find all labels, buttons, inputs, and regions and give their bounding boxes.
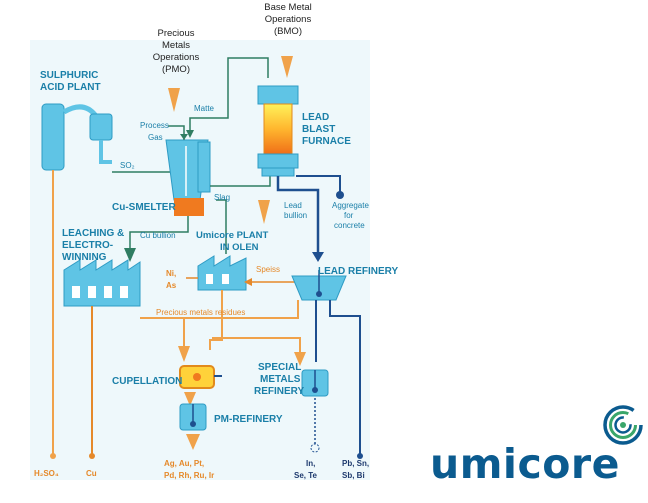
process-gas-line (168, 125, 185, 140)
aggregate-line (296, 175, 341, 192)
leaching-label-2: ELECTRO- (62, 240, 113, 251)
precious-output-label-2: Pd, Rh, Ru, Ir (164, 471, 214, 480)
aggregate-label-3: concrete (334, 221, 365, 230)
umicore-plant-label-1: Umicore PLANT (196, 230, 269, 241)
lead-blast-furnace-label-3: FURNACE (302, 136, 351, 147)
precious-output-label-1: Ag, Au, Pt, (164, 459, 204, 468)
pm-residues-label: Precious metals residues (156, 308, 245, 317)
smelter-to-plant-line (216, 199, 227, 254)
aggregate-end (336, 191, 344, 199)
matte-line (189, 57, 269, 134)
h2so4-output-label: H₂SO₄ (34, 469, 59, 478)
pmo-label: Precious Metals Operations (PMO) (152, 28, 200, 75)
pm-refinery-label: PM-REFINERY (214, 414, 283, 425)
as-label: As (166, 281, 177, 290)
in-output-label-1: In, (306, 459, 315, 468)
pb-sn-output-label-1: Pb, Sn, (342, 459, 369, 468)
special-metals-label-2: METALS (260, 374, 301, 385)
aggregate-label-1: Aggregate (332, 201, 369, 210)
matte-label: Matte (194, 104, 215, 113)
furnace-to-lead-refinery-line (276, 176, 320, 258)
umicore-plant-olen (197, 255, 247, 291)
residues-to-special-line (212, 337, 301, 356)
bmo-label: Base Metal Operations (BMO) (264, 2, 312, 37)
speiss-label: Speiss (256, 265, 280, 274)
ni-label: Ni, (166, 269, 176, 278)
lead-bullion-label-2: bullion (284, 211, 307, 220)
sulphuric-acid-label-2: ACID PLANT (40, 82, 101, 93)
h2so4-end (50, 453, 56, 459)
cu-output-label: Cu (86, 469, 97, 478)
pmo-arrow (168, 88, 180, 112)
lead-refinery-vessel (291, 270, 347, 301)
lead-refinery-to-pbsn-line (329, 300, 361, 456)
cu-smelter-label: Cu-SMELTER (112, 202, 176, 213)
speiss-arrowhead (244, 278, 252, 286)
to-leaching-arrow (124, 248, 136, 262)
matte-arrowhead (186, 130, 194, 138)
lead-refinery-label: LEAD REFINERY (318, 266, 399, 277)
cu-smelter (165, 139, 211, 216)
process-gas-arrowhead (180, 134, 188, 140)
cupellation-to-pm-arrow (184, 392, 196, 406)
leaching-electrowinning-plant (63, 259, 141, 307)
aggregate-label-2: for (344, 211, 354, 220)
cu-bullion-line (129, 216, 189, 250)
lead-blast-furnace-label-2: BLAST (302, 124, 335, 135)
furnace-to-plant-arrow (258, 200, 270, 224)
so2-label: SO₂ (120, 161, 135, 170)
lead-bullion-arrowhead (312, 252, 324, 262)
lead-blast-furnace (257, 85, 299, 177)
umicore-spiral-icon (603, 405, 643, 445)
sb-bi-output-label-2: Sb, Bi (342, 471, 365, 480)
residues-to-cupellation-arrow (178, 346, 190, 362)
plant-to-cupellation-line (209, 290, 223, 350)
cupellation-furnace (179, 365, 222, 389)
umicore-plant-label-2: IN OLEN (220, 242, 259, 253)
pm-refinery-output-arrow (186, 434, 200, 450)
se-te-output-label-2: Se, Te (294, 471, 318, 480)
leaching-label-3: WINNING (62, 252, 107, 263)
pm-residues-line (140, 300, 299, 319)
cupellation-label: CUPELLATION (112, 376, 182, 387)
gas-label: Gas (148, 133, 163, 142)
pbsn-output-end (357, 453, 363, 459)
special-metals-output-end (310, 443, 320, 453)
bmo-arrow (281, 56, 293, 78)
sulphuric-acid-label-1: SULPHURIC (40, 70, 98, 81)
special-metals-label-3: REFINERY (254, 386, 305, 397)
special-metals-label-1: SPECIAL (258, 362, 301, 373)
pm-refinery-vessel (179, 403, 207, 431)
special-metals-refinery-vessel (301, 369, 329, 397)
residues-to-special-arrow (294, 352, 306, 366)
process-label: Process (140, 121, 169, 130)
cu-output-end (89, 453, 95, 459)
slag-label: Slag (214, 193, 230, 202)
slag-line (210, 166, 271, 187)
cu-bullion-label: Cu bullion (140, 231, 176, 240)
sulphuric-acid-plant (41, 103, 113, 171)
lead-blast-furnace-label-1: LEAD (302, 112, 329, 123)
leaching-label-1: LEACHING & (62, 228, 124, 239)
umicore-logo-text: umicore (430, 440, 620, 488)
lead-bullion-label-1: Lead (284, 201, 302, 210)
